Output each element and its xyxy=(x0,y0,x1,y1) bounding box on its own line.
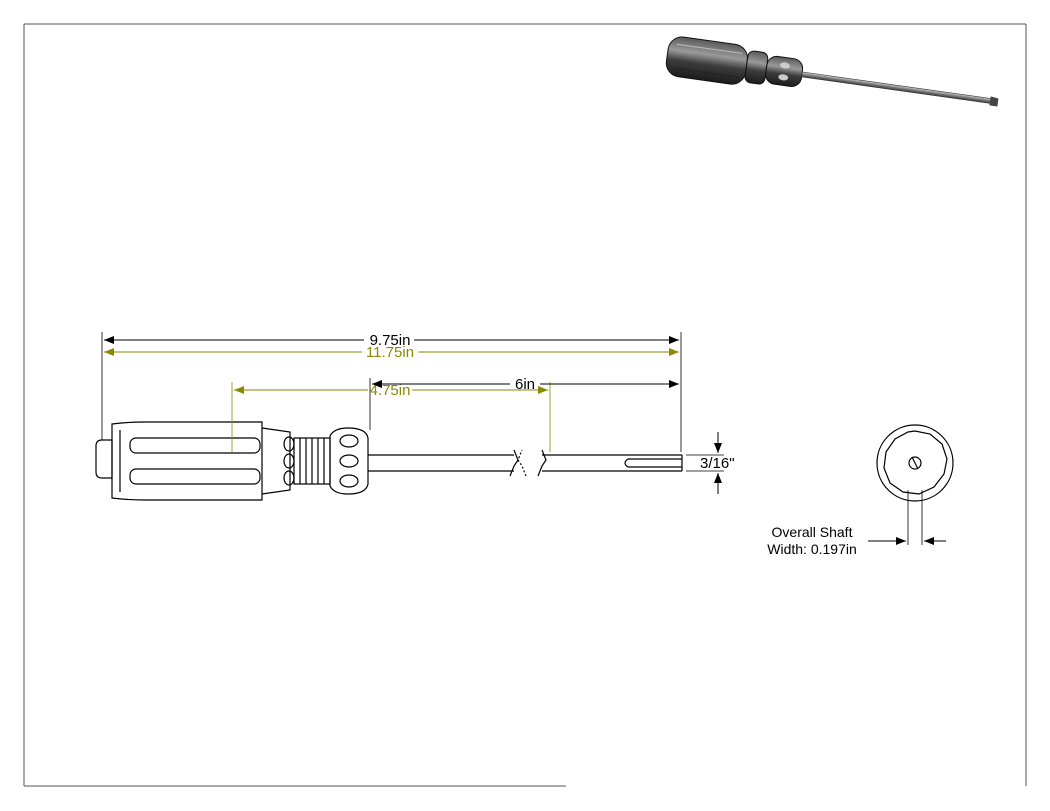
handle-length-label: 4.75in xyxy=(370,382,411,399)
dimension-shaft-length: 6in xyxy=(372,376,679,393)
dimension-handle-length: 4.75in xyxy=(234,382,548,399)
dimension-tip-width: 3/16" xyxy=(700,432,735,494)
tip-width-label: 3/16" xyxy=(700,455,735,472)
end-view xyxy=(868,424,954,545)
shaft-width-note-line1: Overall Shaft xyxy=(772,524,853,540)
dimension-overall-length: 9.75in xyxy=(104,332,679,349)
shaft-width-note: Overall Shaft Width: 0.197in xyxy=(767,524,857,557)
shaft-length-label: 6in xyxy=(515,376,535,393)
screwdriver-side-view xyxy=(95,421,683,501)
overall-length-label: 9.75in xyxy=(370,332,411,349)
extension-lines xyxy=(101,332,724,472)
overall-length-alt-label: 11.75in xyxy=(366,344,414,361)
shaft-width-note-line2: Width: 0.197in xyxy=(767,541,857,557)
dimension-overall-length-alt: 11.75in xyxy=(104,344,679,361)
isometric-preview xyxy=(665,36,999,107)
sheet-border xyxy=(23,23,1027,787)
